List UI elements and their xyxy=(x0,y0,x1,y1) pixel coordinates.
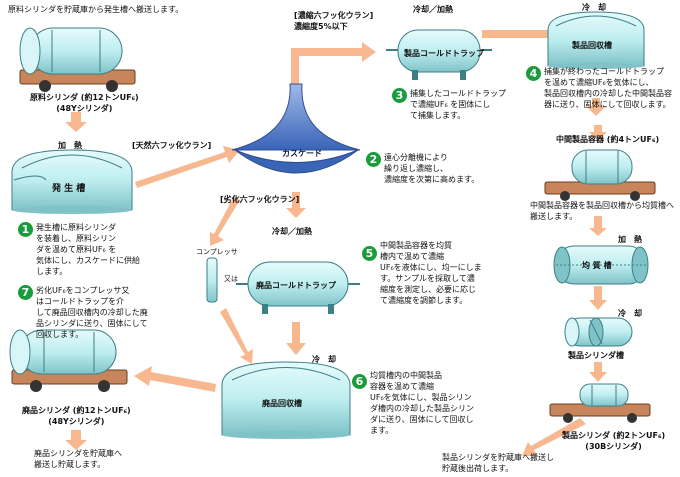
waste-trap-label: 廃品コールドトラップ xyxy=(256,281,336,290)
natural-uf6-label: [天然六フッ化ウラン] xyxy=(132,141,212,150)
product-trap-art xyxy=(386,29,492,80)
waste-bottom-note: 廃品シリンダを貯蔵庫へ 搬送し貯蔵します。 xyxy=(34,449,122,469)
product-cyl-tank-label: 製品シリンダ槽 xyxy=(568,351,624,360)
homogenizer-heat: 加 熱 xyxy=(618,235,642,244)
step-2-text: 遠心分離機により 繰り返し濃縮し、 濃縮度を次第に高めます。 xyxy=(384,153,480,184)
transfer-note: 中間製品容器を製品回収槽から均質槽へ 搬送します。 xyxy=(530,201,674,221)
product-cylinder-tank-art xyxy=(564,317,633,347)
homogenizer-art xyxy=(553,245,649,285)
generator-label: 発 生 槽 xyxy=(52,184,86,194)
product-cylinder-label: 製品シリンダ (約2トンUF₆) (30Bシリンダ) xyxy=(562,431,666,451)
step-7-text: 劣化UF₆をコンプレッサ又 はコールドトラップを介 して廃品回収槽内の冷却した廃… xyxy=(36,286,148,339)
step-5-badge: 5 xyxy=(362,246,377,261)
generator-heat-label: 加 熱 xyxy=(58,141,82,150)
generator-art xyxy=(11,149,133,214)
compressor-label: コンプレッサ xyxy=(196,248,238,256)
cyl-tank-cool: 冷 却 xyxy=(618,309,642,318)
step-3-badge: 3 xyxy=(392,88,407,103)
product-trap-coolheat: 冷却／加熱 xyxy=(413,5,453,14)
step-7-badge: 7 xyxy=(18,285,33,300)
top-note: 原料シリンダを貯蔵庫から発生槽へ搬送します。 xyxy=(8,5,184,14)
waste-recovery-label: 廃品回収槽 xyxy=(262,399,302,408)
waste-cylinder-art xyxy=(9,329,128,392)
waste-trap-coolheat: 冷却／加熱 xyxy=(272,227,312,236)
step-5-text: 中間製品容器を均質 槽内で温めて濃縮 UF₆を液体にし、均一にしま す。サンプル… xyxy=(380,241,482,305)
waste-recovery-cool: 冷 却 xyxy=(312,355,336,364)
depleted-uf6-label: [劣化六フッ化ウラン] xyxy=(220,195,300,204)
step-1-text: 発生槽に原料シリンダ を装着し、原料シリン ダを温めて原料UF₆ を 気体にし、… xyxy=(36,223,140,276)
step-4-text: 捕集が終わったコールドトラップ を温めて濃縮UF₆を気体にし、 製品回収槽内の冷… xyxy=(544,67,672,109)
intermediate-container-art xyxy=(544,149,656,201)
or-label: 又は xyxy=(224,275,238,283)
final-note: 製品シリンダを貯蔵庫へ搬送し 貯蔵後出荷します。 xyxy=(442,453,554,473)
waste-recovery-art xyxy=(221,361,351,439)
flow-arrows xyxy=(65,24,607,456)
step-6-text: 均質槽内の中間製品 容器を温めて濃縮 UF₆を気体にし、製品シリン ダ槽内の冷却… xyxy=(370,371,474,435)
waste-cylinder-label: 廃品シリンダ (約12トンUF₆) (48Yシリンダ) xyxy=(22,406,131,426)
raw-cylinder-art xyxy=(19,27,136,92)
step-4-badge: 4 xyxy=(526,66,541,81)
intermediate-label: 中間製品容器 (約4トンUF₆) xyxy=(556,135,660,144)
raw-cylinder-label: 原料シリンダ (約12トンUF₆) (48Yシリンダ) xyxy=(30,93,139,113)
cascade-shape xyxy=(231,83,361,151)
product-recovery-label: 製品回収槽 xyxy=(572,41,612,50)
homogenizer-label: 均 質 槽 xyxy=(582,261,612,270)
step-2-badge: 2 xyxy=(366,152,381,167)
product-recovery-cool: 冷 却 xyxy=(582,3,606,12)
waste-trap-art xyxy=(236,261,360,314)
step-3-text: 捕集したコールドトラップ で濃縮UF₆ を固体にし て捕集します。 xyxy=(410,89,506,120)
compressor-art xyxy=(206,257,218,303)
step-6-badge: 6 xyxy=(352,374,367,389)
product-trap-label: 製品コールドトラップ xyxy=(404,49,484,58)
cascade-label: カスケード xyxy=(282,149,322,158)
step-1-badge: 1 xyxy=(18,222,33,237)
enriched-uf6-label: [濃縮六フッ化ウラン] 濃縮度5%以下 xyxy=(294,11,374,31)
product-recovery-art xyxy=(547,11,645,69)
product-cylinder-art xyxy=(549,383,651,423)
